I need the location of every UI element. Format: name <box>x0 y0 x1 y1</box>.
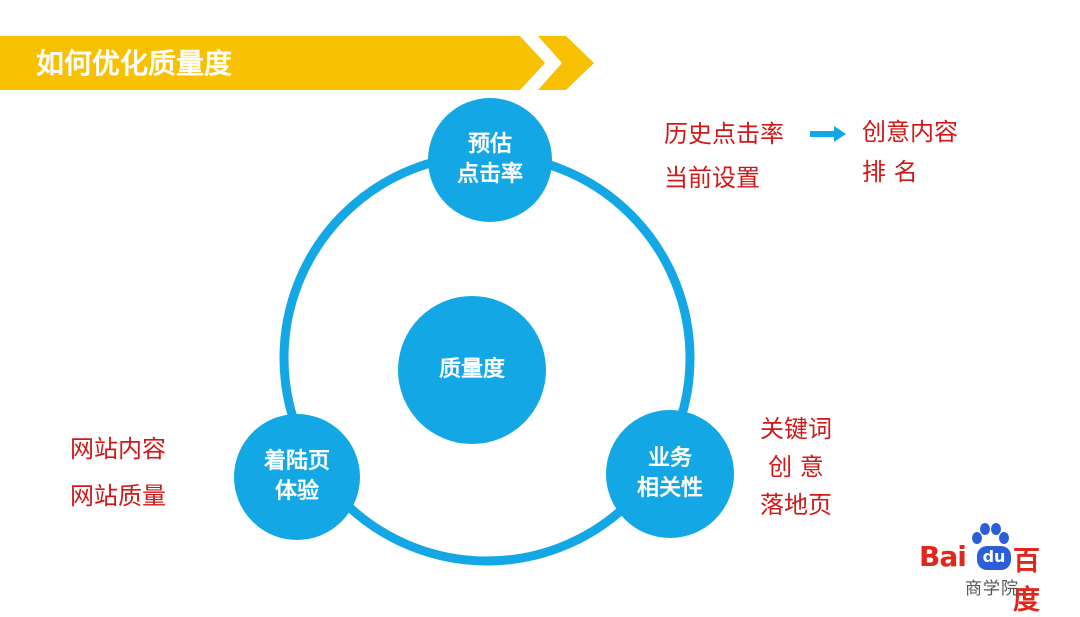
notes-landing: 网站内容 网站质量 <box>70 426 166 520</box>
note-item: 网站内容 <box>70 435 166 463</box>
node-circle-relevance <box>606 410 734 538</box>
page-title: 如何优化质量度 <box>36 47 233 80</box>
note-item: 网站质量 <box>70 482 166 510</box>
baidu-paw-icon <box>972 523 1009 544</box>
arrow-right-icon <box>810 126 846 142</box>
notes-ctr-right: 创意内容 排 名 <box>862 112 958 192</box>
node-label-landing: 着陆页 体验 <box>263 449 330 504</box>
title-banner <box>0 36 594 90</box>
logo-subtitle: 商学院 <box>965 579 1019 599</box>
node-circle-ctr <box>428 98 552 222</box>
note-item: 当前设置 <box>664 164 760 192</box>
logo-du-mark: du <box>977 546 1011 570</box>
notes-relevance: 关键词 创 意 落地页 <box>760 410 832 524</box>
note-item: 排 名 <box>862 158 918 186</box>
node-circle-landing <box>234 414 360 540</box>
note-item: 创意内容 <box>862 118 958 146</box>
note-item: 落地页 <box>760 491 832 519</box>
baidu-logo: Bai du 百度 商学院 <box>915 522 1065 616</box>
note-item: 历史点击率 <box>664 120 784 148</box>
center-circle <box>398 296 546 444</box>
center-label: 质量度 <box>438 357 505 382</box>
logo-bai-text: Bai <box>919 540 967 573</box>
node-label-ctr: 预估 点击率 <box>456 132 523 187</box>
note-item: 创 意 <box>768 453 824 481</box>
note-item: 关键词 <box>760 415 832 443</box>
node-label-relevance: 业务 相关性 <box>636 446 703 501</box>
notes-ctr-left: 历史点击率 当前设置 <box>664 112 784 200</box>
logo-cn-text: 百度 <box>1013 546 1040 616</box>
